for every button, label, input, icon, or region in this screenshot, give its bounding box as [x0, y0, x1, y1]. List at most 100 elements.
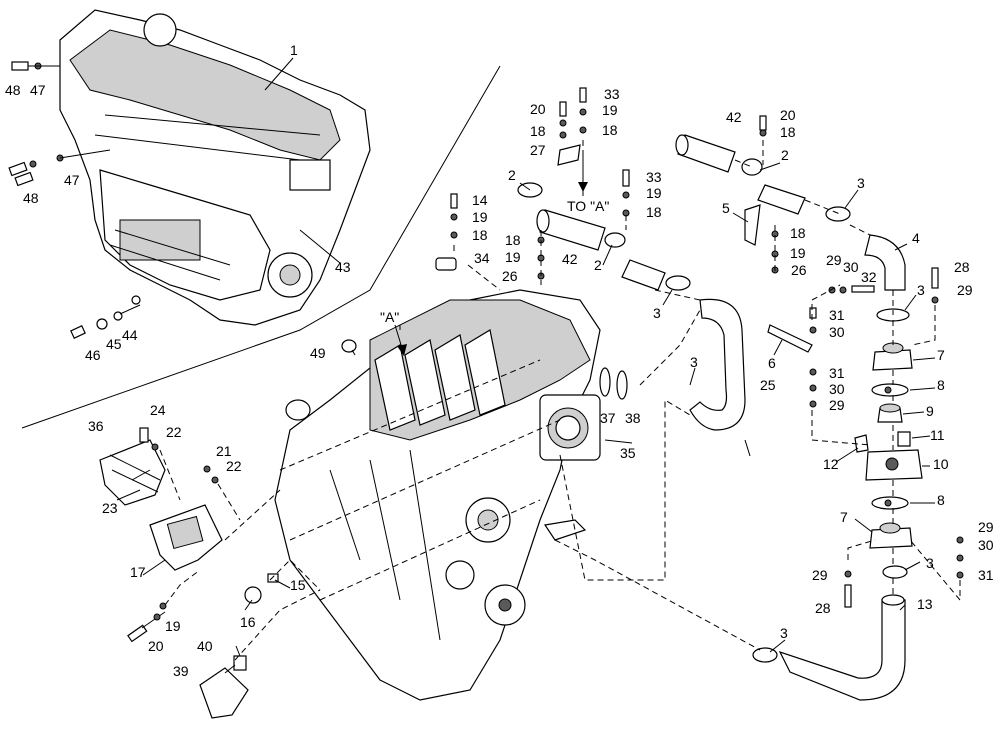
callout-c30a: 30: [843, 259, 859, 275]
to-a-label: TO "A": [567, 198, 609, 214]
callout-c18a: 18: [530, 123, 546, 139]
callout-c26b: 26: [791, 262, 807, 278]
callout-c48a: 48: [5, 82, 21, 98]
callout-c27: 27: [530, 142, 546, 158]
callout-c2c: 2: [781, 147, 789, 163]
callout-c22b: 22: [226, 458, 242, 474]
callout-c19f: 19: [165, 618, 181, 634]
callout-c19a: 19: [602, 102, 618, 118]
callout-c5: 5: [722, 200, 730, 216]
callout-c40: 40: [197, 638, 213, 654]
callout-c48b: 48: [23, 190, 39, 206]
callout-c2b: 2: [594, 257, 602, 273]
callout-c3b: 3: [857, 175, 865, 191]
callout-c2a: 2: [508, 167, 516, 183]
callout-c13: 13: [917, 596, 933, 612]
upper-hose-group: [341, 87, 939, 431]
callout-c29b: 29: [957, 282, 973, 298]
main-engine-block: [274, 289, 601, 701]
callout-c39: 39: [173, 663, 189, 679]
callout-c1: 1: [290, 42, 298, 58]
inset-engine-assembly: [8, 9, 371, 339]
callout-c30c: 30: [829, 381, 845, 397]
callout-c9: 9: [926, 403, 934, 419]
callout-c6: 6: [768, 355, 776, 371]
callout-c36: 36: [88, 418, 104, 434]
leader-lines: [116, 57, 936, 674]
callout-c3a: 3: [653, 305, 661, 321]
callout-c3e: 3: [926, 555, 934, 571]
callout-c30b: 30: [829, 324, 845, 340]
callout-c20c: 20: [148, 638, 164, 654]
callout-c28b: 28: [815, 600, 831, 616]
callout-c18e: 18: [505, 232, 521, 248]
callout-c25: 25: [760, 377, 776, 393]
callout-c29d: 29: [978, 519, 994, 535]
callout-c28a: 28: [954, 259, 970, 275]
ref-a-arrow-shaft: [394, 324, 403, 349]
callout-c20b: 20: [780, 107, 796, 123]
callout-c11: 11: [930, 427, 945, 443]
callout-c30d: 30: [978, 537, 994, 553]
callout-c22a: 22: [166, 424, 182, 440]
callout-c31c: 31: [978, 567, 994, 583]
ref-a-arrowhead: [397, 344, 407, 356]
callout-c16: 16: [240, 614, 256, 630]
callout-c47a: 47: [30, 82, 46, 98]
callout-c43: 43: [335, 259, 351, 275]
callout-c38: 38: [625, 410, 641, 426]
callout-c31a: 31: [829, 307, 845, 323]
callout-c32: 32: [861, 269, 877, 285]
callout-c18g: 18: [780, 124, 796, 140]
callout-c19e: 19: [790, 245, 806, 261]
callout-c18b: 18: [602, 122, 618, 138]
ref-a-label: "A": [380, 309, 399, 325]
inset-divider-line: [21, 65, 501, 429]
callout-c10: 10: [933, 456, 949, 472]
thermostat-stack: [752, 308, 964, 701]
callout-c29e: 29: [812, 567, 828, 583]
callout-c29a: 29: [826, 252, 842, 268]
callout-c7b: 7: [840, 509, 848, 525]
callout-c29c: 29: [829, 397, 845, 413]
callout-c21: 21: [216, 443, 232, 459]
callout-c49: 49: [310, 345, 326, 361]
callout-c24: 24: [150, 402, 166, 418]
left-bracket-group: [99, 427, 279, 719]
callout-c46: 46: [85, 347, 101, 363]
callout-c7a: 7: [937, 347, 945, 363]
callout-c31b: 31: [829, 365, 845, 381]
callout-c3d: 3: [690, 354, 698, 370]
callout-c33a: 33: [604, 86, 620, 102]
callout-c8b: 8: [937, 492, 945, 508]
callout-c15: 15: [290, 577, 306, 593]
callout-c42a: 42: [726, 109, 742, 125]
callout-c3f: 3: [780, 625, 788, 641]
callout-c33b: 33: [646, 169, 662, 185]
callout-c3c: 3: [917, 282, 925, 298]
callout-c18d: 18: [472, 227, 488, 243]
callout-c35: 35: [620, 445, 636, 461]
callout-c17: 17: [130, 564, 146, 580]
callout-c26a: 26: [502, 268, 518, 284]
callout-c34: 34: [474, 250, 490, 266]
callout-c18f: 18: [790, 225, 806, 241]
callout-c45: 45: [106, 336, 122, 352]
callout-c4: 4: [912, 230, 920, 246]
routing-dashed-lines: [159, 140, 961, 661]
callout-c20a: 20: [530, 101, 546, 117]
callout-c19c: 19: [472, 209, 488, 225]
callout-c37: 37: [600, 410, 616, 426]
callout-c19b: 19: [646, 185, 662, 201]
callout-c44: 44: [122, 327, 138, 343]
callout-c42b: 42: [562, 251, 578, 267]
callout-c14: 14: [472, 192, 488, 208]
callout-c19d: 19: [505, 249, 521, 265]
callout-c18c: 18: [646, 204, 662, 220]
callout-c23: 23: [102, 500, 118, 516]
to-a-arrowhead: [578, 182, 588, 192]
callout-c47b: 47: [64, 172, 80, 188]
